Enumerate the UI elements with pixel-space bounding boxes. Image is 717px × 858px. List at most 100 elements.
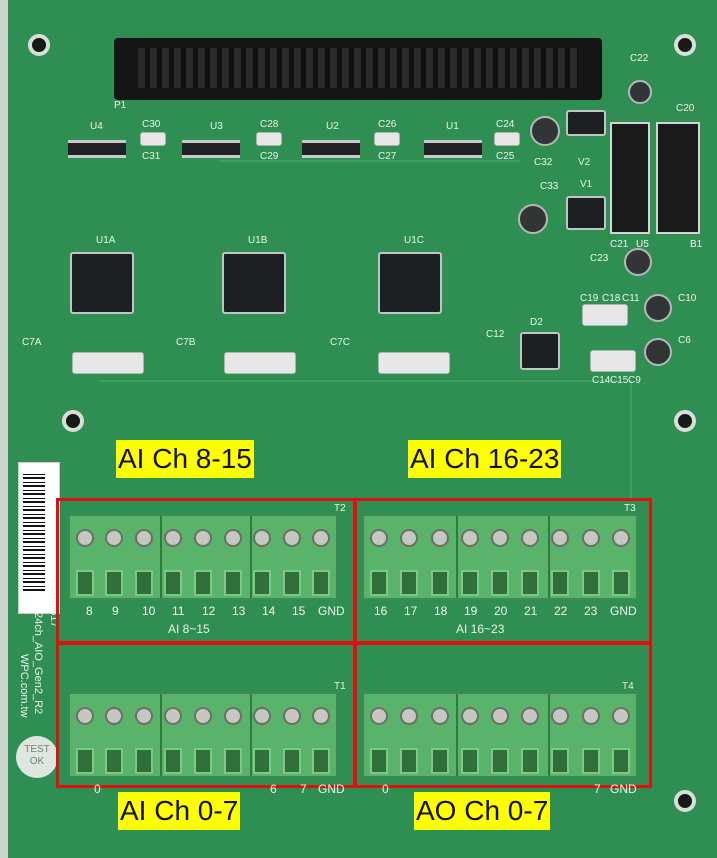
wire-slot[interactable] <box>312 570 331 596</box>
wire-slot[interactable] <box>490 570 509 596</box>
screw[interactable] <box>75 707 94 725</box>
wire-slot[interactable] <box>193 570 212 596</box>
screw[interactable] <box>312 707 331 725</box>
screw[interactable] <box>581 529 600 547</box>
capacitor-bank <box>378 352 450 374</box>
block-separator <box>456 694 458 776</box>
ic-u4 <box>68 140 126 158</box>
silk-c7a: C7A <box>22 337 42 348</box>
wire-slot[interactable] <box>370 748 389 774</box>
screw[interactable] <box>223 529 242 547</box>
wire-slot[interactable] <box>430 748 449 774</box>
screw[interactable] <box>611 707 630 725</box>
wire-slot[interactable] <box>253 570 272 596</box>
wire-slot[interactable] <box>521 570 540 596</box>
screw[interactable] <box>282 529 301 547</box>
pin-label: 19 <box>464 604 478 618</box>
wire-slot[interactable] <box>460 570 479 596</box>
silk-c31: C31 <box>142 151 161 162</box>
wire-slot[interactable] <box>75 748 94 774</box>
wire-slot[interactable] <box>75 570 94 596</box>
mount-hole <box>674 34 696 56</box>
wire-slot[interactable] <box>282 570 301 596</box>
screw[interactable] <box>312 529 331 547</box>
wire-slot[interactable] <box>193 748 212 774</box>
wire-slot[interactable] <box>581 748 600 774</box>
wire-slot[interactable] <box>134 570 153 596</box>
screw[interactable] <box>581 707 600 725</box>
wire-slot[interactable] <box>164 570 183 596</box>
screw[interactable] <box>193 529 212 547</box>
screw[interactable] <box>105 707 124 725</box>
screw[interactable] <box>164 707 183 725</box>
screw[interactable] <box>490 707 509 725</box>
screw[interactable] <box>253 529 272 547</box>
screw[interactable] <box>551 529 570 547</box>
silk-c18: C18 <box>602 293 621 304</box>
wire-slot[interactable] <box>253 748 272 774</box>
electrolytic-capacitor <box>628 80 652 104</box>
screw[interactable] <box>253 707 272 725</box>
wire-slot[interactable] <box>105 570 124 596</box>
pin-label: 13 <box>232 604 246 618</box>
wire-slot[interactable] <box>370 570 389 596</box>
wire-slot[interactable] <box>490 748 509 774</box>
screw[interactable] <box>134 529 153 547</box>
board-name: 24ch_AIO_Gen2_R2 <box>32 612 44 715</box>
pin-label-t1-0: 0 <box>94 782 101 796</box>
screw[interactable] <box>400 529 419 547</box>
capacitor <box>256 132 282 146</box>
wire-slot[interactable] <box>282 748 301 774</box>
screw[interactable] <box>551 707 570 725</box>
silk-u5: U5 <box>636 239 649 250</box>
capacitor-bank <box>72 352 144 374</box>
screw[interactable] <box>400 707 419 725</box>
wire-slot[interactable] <box>312 748 331 774</box>
screw[interactable] <box>370 529 389 547</box>
silk-c6: C6 <box>678 335 691 346</box>
screw[interactable] <box>134 707 153 725</box>
silk-t4: T4 <box>622 681 634 692</box>
wire-slot[interactable] <box>400 748 419 774</box>
wire-slot[interactable] <box>460 748 479 774</box>
screw[interactable] <box>430 707 449 725</box>
silk-c14: C14 <box>592 375 611 386</box>
wire-slot[interactable] <box>223 748 242 774</box>
screw[interactable] <box>193 707 212 725</box>
screw[interactable] <box>370 707 389 725</box>
wire-slot[interactable] <box>611 570 630 596</box>
screw[interactable] <box>521 529 540 547</box>
pin-label: GND <box>318 604 345 618</box>
capacitor <box>374 132 400 146</box>
wire-slot[interactable] <box>581 570 600 596</box>
wire-slot[interactable] <box>105 748 124 774</box>
screw[interactable] <box>223 707 242 725</box>
test-ok-stamp: TEST OK <box>16 736 58 778</box>
screw[interactable] <box>164 529 183 547</box>
electrolytic-capacitor <box>624 248 652 276</box>
screw[interactable] <box>282 707 301 725</box>
screw[interactable] <box>490 529 509 547</box>
wire-slot[interactable] <box>164 748 183 774</box>
screw[interactable] <box>105 529 124 547</box>
screw[interactable] <box>611 529 630 547</box>
screw[interactable] <box>521 707 540 725</box>
screw[interactable] <box>460 707 479 725</box>
screw[interactable] <box>75 529 94 547</box>
mount-hole <box>62 410 84 432</box>
screw[interactable] <box>460 529 479 547</box>
wire-slot[interactable] <box>223 570 242 596</box>
barcode-bars <box>23 471 45 591</box>
screw[interactable] <box>430 529 449 547</box>
wire-slot[interactable] <box>430 570 449 596</box>
wire-slot[interactable] <box>611 748 630 774</box>
wire-slot[interactable] <box>551 748 570 774</box>
wire-slot[interactable] <box>134 748 153 774</box>
wire-slot[interactable] <box>551 570 570 596</box>
silk-u1b: U1B <box>248 235 268 246</box>
silk-d2: D2 <box>530 317 543 328</box>
wire-slot[interactable] <box>521 748 540 774</box>
electrolytic-capacitor <box>518 204 548 234</box>
wire-slot[interactable] <box>400 570 419 596</box>
